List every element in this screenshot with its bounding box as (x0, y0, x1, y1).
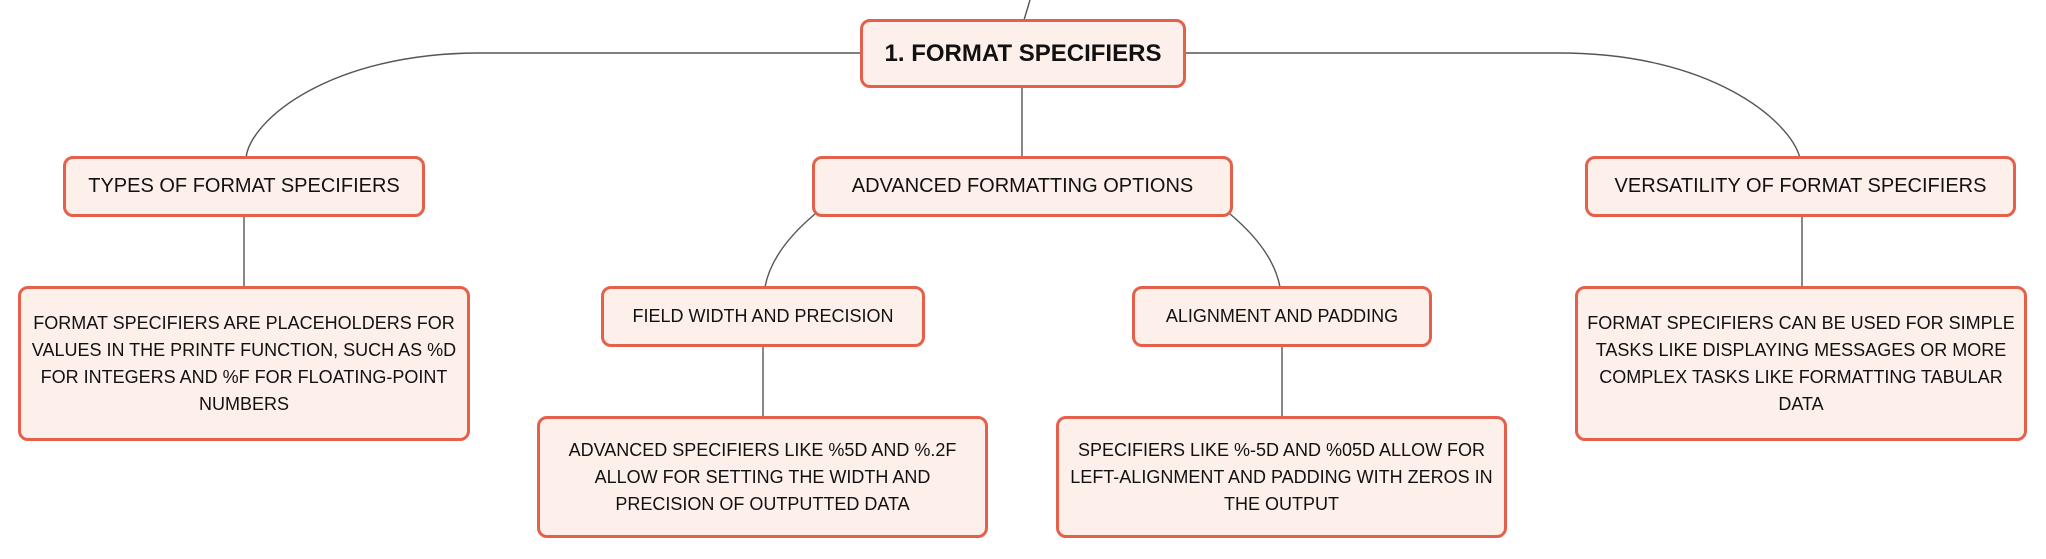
root-node[interactable]: 1. FORMAT SPECIFIERS (860, 19, 1186, 88)
topic-label: TYPES OF FORMAT SPECIFIERS (88, 175, 400, 197)
detail-types-of-format-specifiers[interactable]: FORMAT SPECIFIERS ARE PLACEHOLDERS FOR V… (18, 286, 470, 441)
topic-advanced-formatting-options[interactable]: ADVANCED FORMATTING OPTIONS (812, 156, 1233, 217)
link-advanced-width (764, 213, 816, 288)
detail-text: FORMAT SPECIFIERS ARE PLACEHOLDERS FOR V… (31, 312, 457, 414)
topic-label: VERSATILITY OF FORMAT SPECIFIERS (1614, 175, 1987, 197)
subtopic-field-width-and-precision[interactable]: FIELD WIDTH AND PRECISION (601, 286, 925, 347)
detail-text: ADVANCED SPECIFIERS LIKE %5D AND %.2F AL… (568, 439, 957, 514)
subtopic-alignment-and-padding[interactable]: ALIGNMENT AND PADDING (1132, 286, 1432, 347)
detail-field-width-and-precision[interactable]: ADVANCED SPECIFIERS LIKE %5D AND %.2F AL… (537, 416, 988, 538)
subtopic-label: FIELD WIDTH AND PRECISION (632, 306, 894, 326)
link-advanced-alignment (1229, 213, 1281, 288)
root-label: 1. FORMAT SPECIFIERS (884, 39, 1162, 67)
link-parent-root (1023, 0, 1031, 21)
link-root-types (245, 52, 862, 159)
detail-versatility-of-format-specifiers[interactable]: FORMAT SPECIFIERS CAN BE USED FOR SIMPLE… (1575, 286, 2027, 441)
topic-versatility-of-format-specifiers[interactable]: VERSATILITY OF FORMAT SPECIFIERS (1585, 156, 2016, 217)
detail-alignment-and-padding[interactable]: SPECIFIERS LIKE %-5D AND %05D ALLOW FOR … (1056, 416, 1507, 538)
topic-label: ADVANCED FORMATTING OPTIONS (851, 175, 1194, 197)
link-root-versatility (1185, 52, 1801, 159)
topic-types-of-format-specifiers[interactable]: TYPES OF FORMAT SPECIFIERS (63, 156, 425, 217)
subtopic-label: ALIGNMENT AND PADDING (1165, 306, 1399, 326)
detail-text: SPECIFIERS LIKE %-5D AND %05D ALLOW FOR … (1070, 439, 1493, 514)
detail-text: FORMAT SPECIFIERS CAN BE USED FOR SIMPLE… (1587, 312, 2015, 414)
